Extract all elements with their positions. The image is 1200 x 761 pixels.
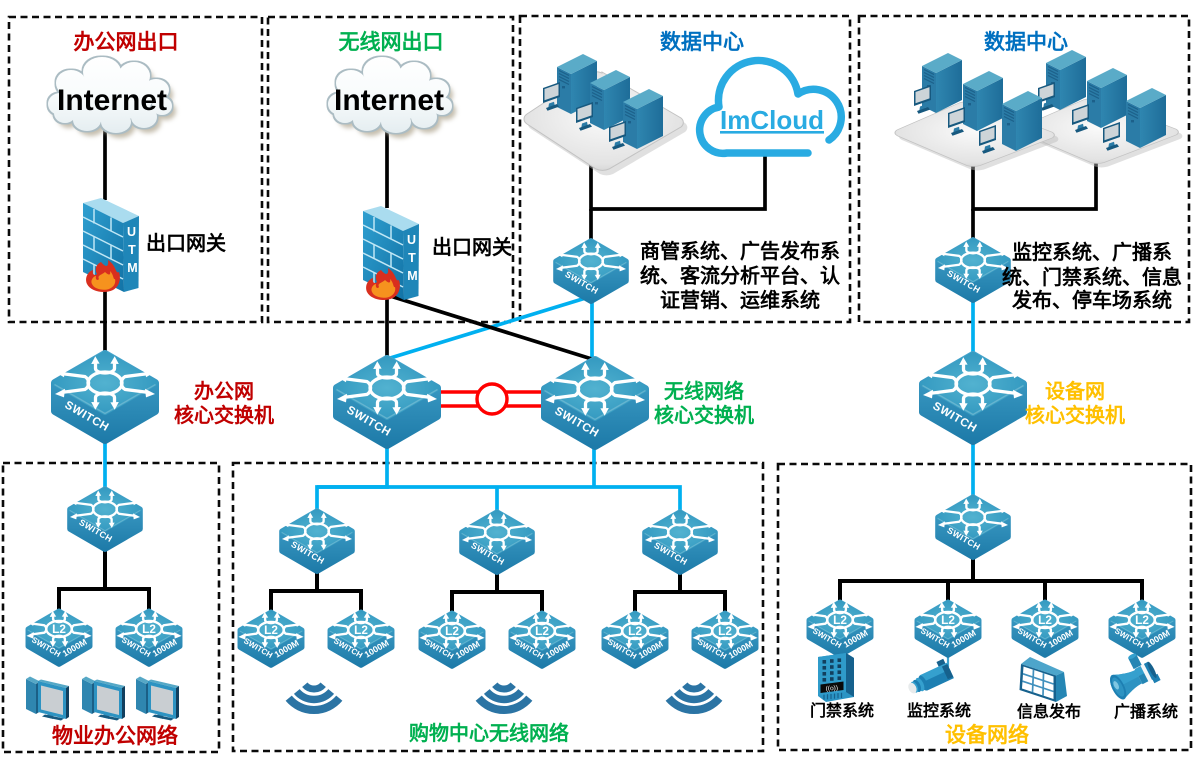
svg-text:Internet: Internet <box>334 84 444 117</box>
svg-text:物业办公网络: 物业办公网络 <box>52 724 178 748</box>
svg-text:Internet: Internet <box>57 84 167 117</box>
svg-text:门禁系统: 门禁系统 <box>810 701 874 720</box>
svg-text:数据中心: 数据中心 <box>660 31 744 54</box>
svg-text:ImCloud: ImCloud <box>720 105 824 135</box>
svg-text:核心交换机: 核心交换机 <box>1025 403 1125 427</box>
svg-text:发布、停车场系统: 发布、停车场系统 <box>1011 288 1172 312</box>
svg-text:广播系统: 广播系统 <box>1114 702 1178 721</box>
svg-text:无线网出口: 无线网出口 <box>339 30 444 54</box>
svg-text:办公网出口: 办公网出口 <box>74 31 179 54</box>
svg-text:核心交换机: 核心交换机 <box>174 403 274 427</box>
svg-text:设备网: 设备网 <box>1045 379 1105 403</box>
svg-text:出口网关: 出口网关 <box>146 231 226 255</box>
svg-text:办公网: 办公网 <box>194 379 254 403</box>
svg-text:核心交换机: 核心交换机 <box>654 403 754 427</box>
svg-text:监控系统、广播系: 监控系统、广播系 <box>1012 240 1172 264</box>
svg-text:设备网络: 设备网络 <box>945 723 1029 747</box>
svg-text:出口网关: 出口网关 <box>432 235 512 259</box>
svg-text:商管系统、广告发布系: 商管系统、广告发布系 <box>640 239 840 263</box>
svg-text:信息发布: 信息发布 <box>1017 702 1081 721</box>
svg-text:统、门禁系统、信息: 统、门禁系统、信息 <box>1002 265 1182 289</box>
svg-text:购物中心无线网络: 购物中心无线网络 <box>409 721 569 745</box>
svg-text:统、客流分析平台、认: 统、客流分析平台、认 <box>640 264 841 288</box>
svg-text:无线网络: 无线网络 <box>664 379 744 403</box>
svg-text:证营销、运维系统: 证营销、运维系统 <box>660 288 820 312</box>
svg-text:((o)): ((o)) <box>825 685 838 693</box>
svg-text:监控系统: 监控系统 <box>907 701 971 720</box>
svg-text:数据中心: 数据中心 <box>984 31 1068 54</box>
